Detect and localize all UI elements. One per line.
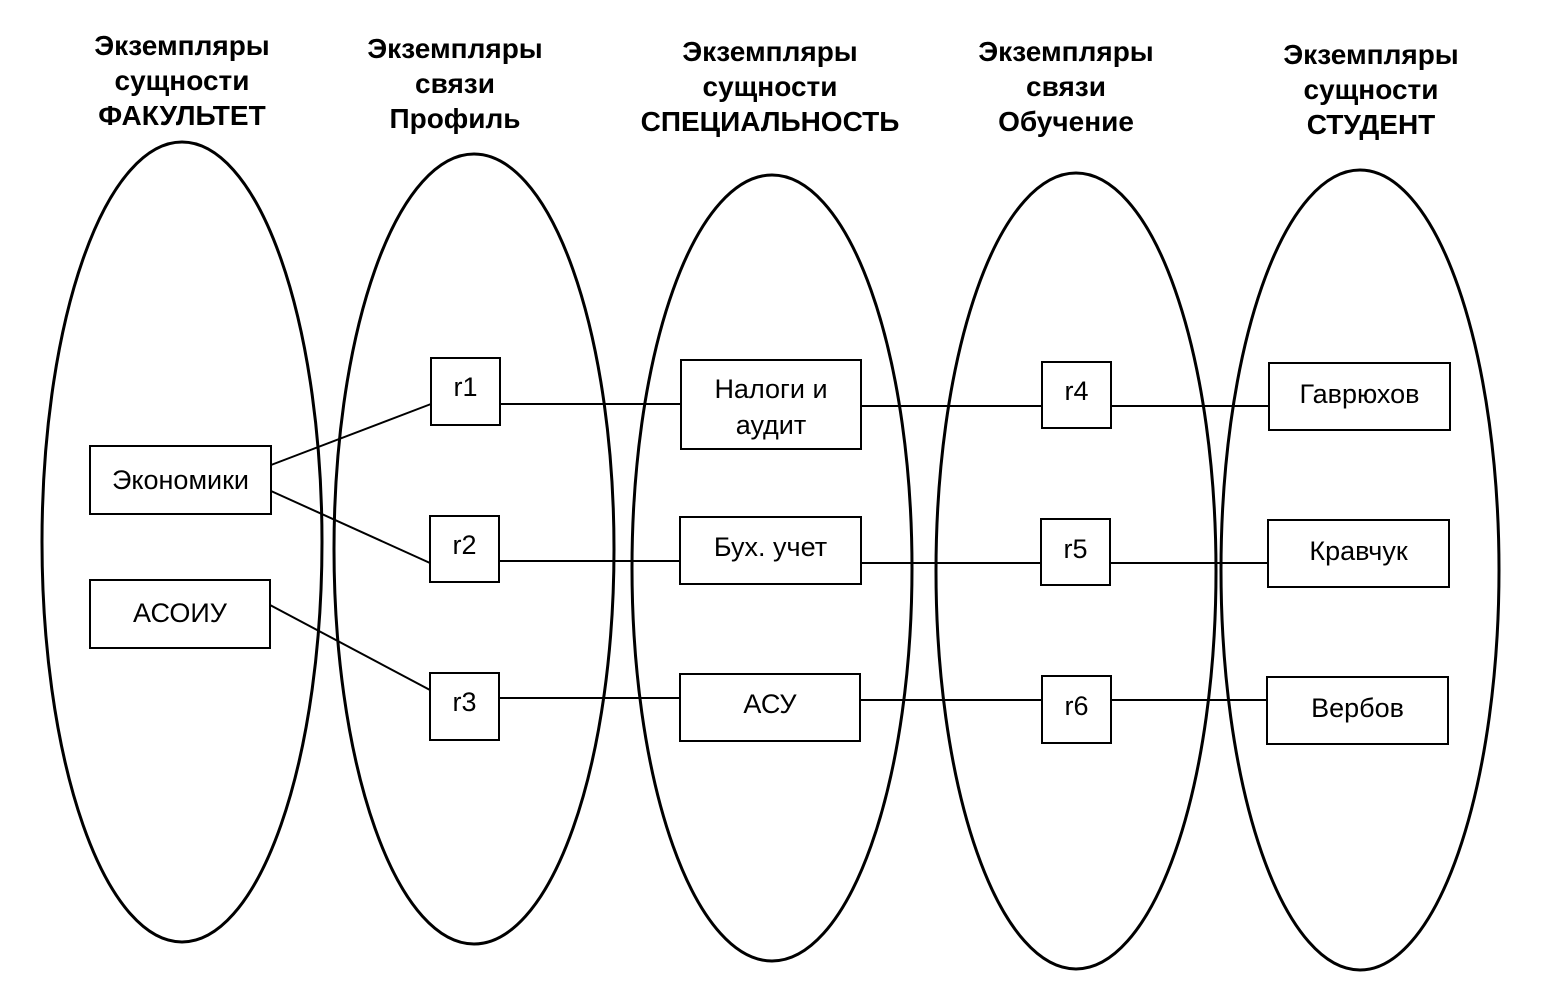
- node-accounting: Бух. учет: [679, 516, 862, 585]
- column-title-profile: Экземпляры связи Профиль: [305, 31, 605, 136]
- node-label: r1: [453, 372, 477, 402]
- column-title-line: связи: [415, 68, 495, 99]
- node-economics: Экономики: [89, 445, 272, 515]
- column-title-faculty: Экземпляры сущности ФАКУЛЬТЕТ: [32, 28, 332, 133]
- ellipse-study: [934, 171, 1218, 971]
- node-r2: r2: [429, 515, 500, 583]
- node-asu: АСУ: [679, 673, 861, 742]
- node-label: r3: [452, 687, 476, 717]
- node-label: r4: [1064, 376, 1088, 406]
- column-title-student: Экземпляры сущности СТУДЕНТ: [1221, 37, 1521, 142]
- column-title-line: сущности: [114, 65, 250, 96]
- node-label: r5: [1063, 534, 1087, 564]
- node-r5: r5: [1040, 518, 1111, 586]
- node-label: АСОИУ: [133, 598, 228, 628]
- node-r6: r6: [1041, 675, 1112, 744]
- column-title-line: СПЕЦИАЛЬНОСТЬ: [640, 106, 900, 137]
- column-title-line: Экземпляры: [978, 36, 1154, 67]
- node-box: [679, 673, 861, 742]
- ellipse-specialty: [630, 173, 914, 963]
- node-label: r6: [1064, 691, 1088, 721]
- node-gavryukhov: Гаврюхов: [1268, 362, 1451, 431]
- node-box: [679, 516, 862, 585]
- node-box: [680, 359, 862, 450]
- column-title-line: связи: [1026, 71, 1106, 102]
- instance-boxes: Экономики АСОИУ r1 r2 r3 Налоги и аудит …: [89, 357, 1451, 745]
- connection-lines: [269, 403, 1269, 701]
- column-title-study: Экземпляры связи Обучение: [916, 34, 1216, 139]
- connection-line: [270, 403, 432, 466]
- node-label: Кравчук: [1309, 536, 1407, 566]
- node-label: Вербов: [1311, 693, 1404, 723]
- node-taxes-audit: Налоги и аудит: [680, 359, 862, 450]
- node-box: [1041, 675, 1112, 744]
- node-box: [1267, 519, 1450, 588]
- ellipse-profile: [332, 152, 616, 946]
- node-kravchuk: Кравчук: [1267, 519, 1450, 588]
- node-label: Гаврюхов: [1300, 379, 1420, 409]
- column-title-line: Профиль: [389, 103, 521, 134]
- node-label: r2: [452, 530, 476, 560]
- node-r3: r3: [429, 672, 500, 741]
- column-title-line: Обучение: [998, 106, 1134, 137]
- node-box: [1041, 361, 1112, 429]
- ellipse-faculty: [40, 140, 324, 944]
- column-title-line: СТУДЕНТ: [1306, 109, 1436, 140]
- connection-line: [270, 490, 431, 564]
- connection-line: [269, 604, 431, 691]
- column-title-line: Экземпляры: [94, 30, 270, 61]
- node-label-line: аудит: [736, 410, 807, 440]
- node-verbov: Вербов: [1266, 676, 1449, 745]
- node-box: [1040, 518, 1111, 586]
- column-title-specialty: Экземпляры сущности СПЕЦИАЛЬНОСТЬ: [620, 34, 920, 139]
- ellipse-student: [1219, 168, 1501, 972]
- column-title-line: Экземпляры: [1283, 39, 1459, 70]
- column-title-line: Экземпляры: [367, 33, 543, 64]
- node-r1: r1: [430, 357, 501, 426]
- node-box: [89, 579, 271, 649]
- node-box: [1268, 362, 1451, 431]
- column-title-line: ФАКУЛЬТЕТ: [98, 100, 266, 131]
- column-title-line: Экземпляры: [682, 36, 858, 67]
- node-label-line: Налоги и: [714, 374, 827, 404]
- node-box: [89, 445, 272, 515]
- node-r4: r4: [1041, 361, 1112, 429]
- node-box: [430, 357, 501, 426]
- column-ellipses: [40, 140, 1501, 972]
- node-label: Экономики: [112, 465, 249, 495]
- node-label: АСУ: [743, 689, 797, 719]
- node-label: Бух. учет: [714, 532, 827, 562]
- column-title-line: сущности: [1303, 74, 1439, 105]
- node-box: [1266, 676, 1449, 745]
- column-title-line: сущности: [702, 71, 838, 102]
- node-asoiu: АСОИУ: [89, 579, 271, 649]
- node-box: [429, 672, 500, 741]
- node-box: [429, 515, 500, 583]
